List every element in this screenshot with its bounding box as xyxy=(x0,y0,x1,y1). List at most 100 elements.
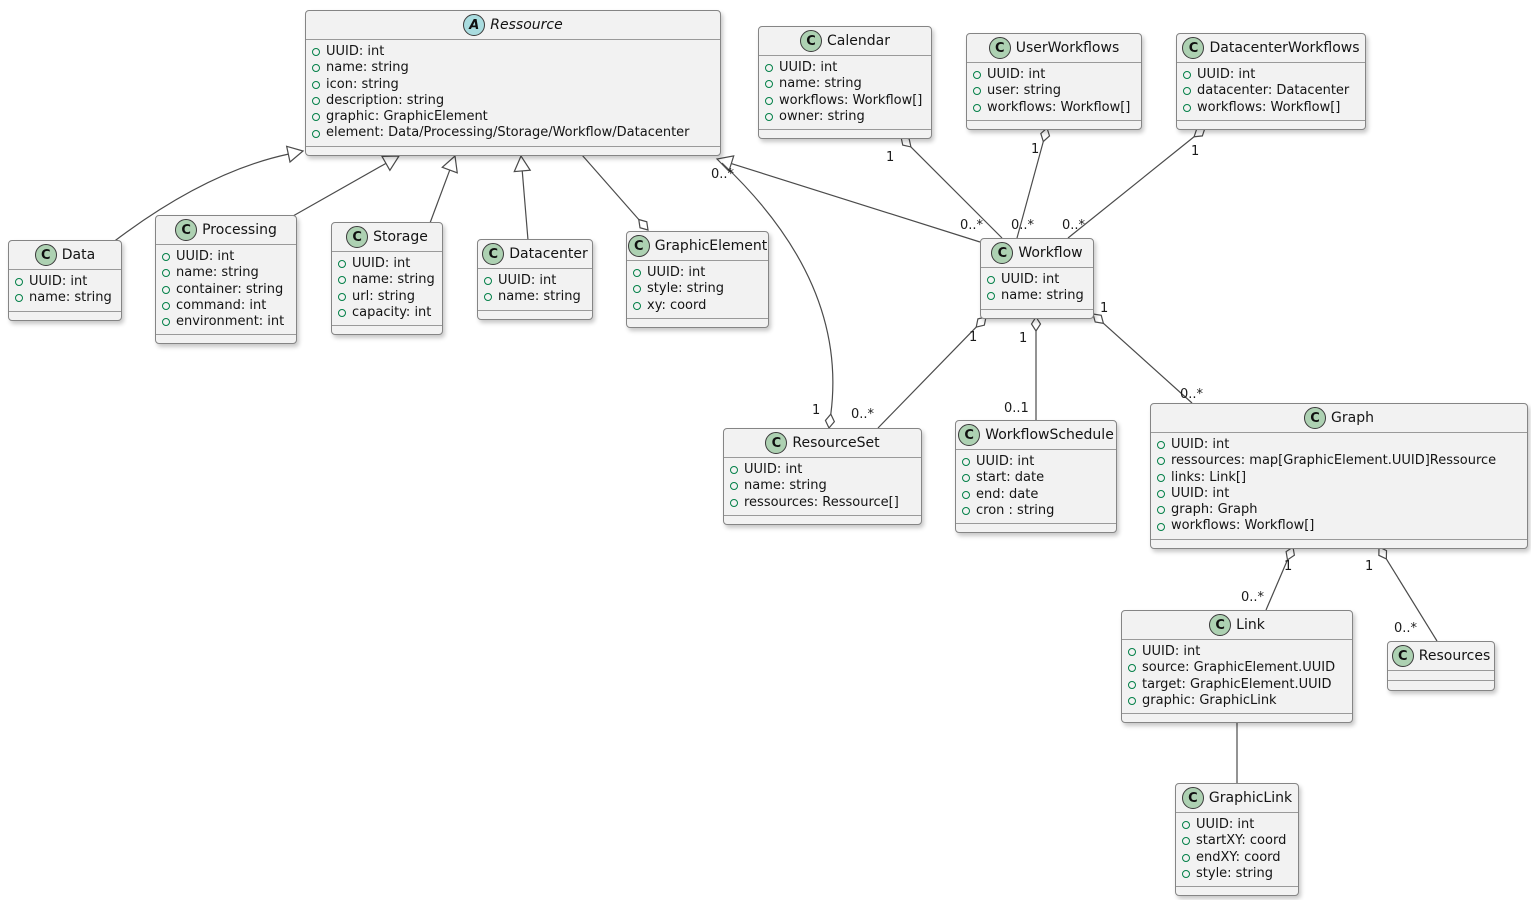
methods-compartment xyxy=(724,516,921,524)
attribute: target: GraphicElement.UUID xyxy=(1128,677,1344,693)
generalization-arrowhead xyxy=(285,145,305,164)
attribute-text: graph: Graph xyxy=(1171,502,1258,518)
class-title: WorkflowSchedule xyxy=(985,427,1114,443)
attribute: UUID: int xyxy=(484,273,584,289)
attribute: command: int xyxy=(162,298,288,314)
attribute-text: xy: coord xyxy=(647,297,707,313)
attribute: name: string xyxy=(987,288,1085,304)
field-icon xyxy=(962,507,970,516)
relation-workflow-graph: 10..* xyxy=(1092,301,1204,404)
methods-compartment xyxy=(1151,540,1527,548)
attribute-text: style: string xyxy=(1196,865,1274,881)
field-icon xyxy=(730,482,738,491)
attribute-text: UUID: int xyxy=(976,454,1035,469)
multiplicity-label: 1 xyxy=(812,403,820,418)
class-title: ResourceSet xyxy=(792,435,880,451)
attribute-text: description: string xyxy=(326,92,445,108)
class-title: Link xyxy=(1236,617,1265,633)
methods-compartment xyxy=(1388,681,1494,690)
field-icon xyxy=(1157,473,1165,482)
class-icon: C xyxy=(34,244,57,266)
multiplicity-label: 0..* xyxy=(1394,621,1418,636)
attribute-text: ressources: map[GraphicElement.UUID]Ress… xyxy=(1171,453,1497,469)
attribute-text: end: date xyxy=(976,486,1039,502)
aggregation-line xyxy=(581,154,640,220)
attribute: UUID: int xyxy=(312,44,712,60)
attribute: workflows: Workflow[] xyxy=(1183,100,1357,116)
field-icon xyxy=(162,269,170,278)
attribute: endXY: coord xyxy=(1182,850,1290,866)
attribute: UUID: int xyxy=(162,249,288,265)
class-icon: C xyxy=(627,235,650,257)
field-icon xyxy=(1182,853,1190,862)
attribute-text: environment: int xyxy=(176,314,285,330)
attribute-text: UUID: int xyxy=(176,249,235,264)
field-icon xyxy=(1128,664,1136,673)
attribute-text: name: string xyxy=(176,265,259,281)
field-icon xyxy=(338,309,346,318)
field-icon xyxy=(312,97,320,106)
methods-compartment xyxy=(1122,714,1352,722)
attribute-text: name: string xyxy=(326,60,409,76)
field-icon xyxy=(987,292,995,301)
attribute-text: icon: string xyxy=(326,76,399,92)
attribute-text: ressources: Ressource[] xyxy=(744,494,899,510)
attribute: UUID: int xyxy=(15,274,113,290)
methods-compartment xyxy=(478,311,592,319)
attribute-text: name: string xyxy=(29,290,112,306)
attribute-text: workflows: Workflow[] xyxy=(779,92,923,108)
methods-compartment xyxy=(306,147,720,155)
attribute: graph: Graph xyxy=(1157,502,1519,518)
attribute: graphic: GraphicElement xyxy=(312,109,712,125)
generalization-arrowhead xyxy=(513,154,532,173)
multiplicity-label: 0..* xyxy=(851,407,875,422)
class-title: Ressource xyxy=(490,17,563,33)
attribute: UUID: int xyxy=(765,60,923,76)
attribute-text: UUID: int xyxy=(647,265,706,280)
field-icon xyxy=(1182,837,1190,846)
field-icon xyxy=(15,278,23,287)
attribute: name: string xyxy=(484,289,584,305)
aggregation-line xyxy=(910,146,1003,239)
attribute: ressources: Ressource[] xyxy=(730,495,913,511)
class-icon: C xyxy=(1391,645,1414,667)
field-icon xyxy=(1157,457,1165,466)
aggregation-line xyxy=(1385,558,1438,642)
field-icon xyxy=(1183,71,1191,80)
attribute: UUID: int xyxy=(1183,67,1357,83)
aggregation-line xyxy=(1016,141,1044,239)
relation-graph-link: 10..* xyxy=(1241,545,1296,611)
class-icon: C xyxy=(175,219,198,241)
attribute: name: string xyxy=(15,290,113,306)
methods-compartment xyxy=(1177,121,1365,129)
class-title: Calendar xyxy=(827,33,890,49)
multiplicity-label: 1 xyxy=(1365,559,1373,574)
multiplicity-label: 0..1 xyxy=(1004,401,1029,416)
attribute-text: graphic: GraphicLink xyxy=(1142,692,1277,708)
field-icon xyxy=(765,113,773,122)
relation-userworkflows-workflow: 10..* xyxy=(1011,126,1051,239)
methods-compartment xyxy=(627,319,768,327)
class-title: Workflow xyxy=(1018,245,1083,261)
aggregation-diamond xyxy=(638,218,649,231)
class-icon: C xyxy=(1209,614,1232,636)
class-icon: C xyxy=(958,424,981,446)
generalization-arrowhead xyxy=(715,155,735,173)
attribute-text: workflows: Workflow[] xyxy=(987,99,1131,115)
field-icon xyxy=(962,490,970,499)
attribute: style: string xyxy=(633,281,760,297)
class-icon: C xyxy=(800,30,823,52)
attribute: environment: int xyxy=(162,314,288,330)
attribute-text: startXY: coord xyxy=(1196,833,1287,849)
